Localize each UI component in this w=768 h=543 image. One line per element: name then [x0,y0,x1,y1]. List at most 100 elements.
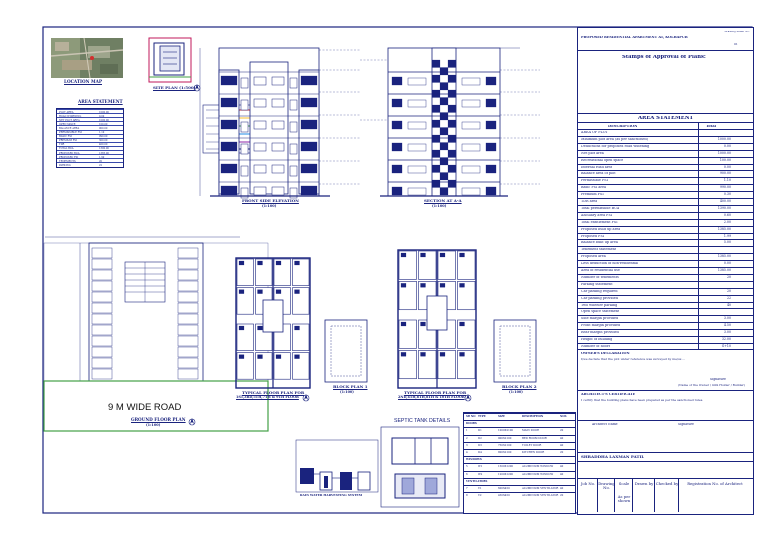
location-map-image [50,37,124,79]
parking-stall [91,368,113,380]
schedule-cell: DESCRIPTION [522,415,544,418]
stair-block [431,179,441,188]
parking-stall [177,368,199,380]
schedule-cell: W2 [478,472,483,476]
area-row-value: 400.00 [719,199,731,203]
schedule-cell: 40 [560,465,564,469]
area-row-value: 1.10 [723,178,731,183]
area-row-label: Number of floors [581,344,611,348]
schedule-cell: 1500X1200 [498,465,514,469]
section-opening [391,164,403,174]
room [273,258,291,286]
room [292,352,310,380]
area-row-value: 1000.00 [717,136,731,141]
room [255,258,273,286]
parking-stall [91,313,113,325]
section-opening [391,98,403,108]
schedule-cell: 6 [466,472,468,476]
room-fixture [294,289,300,294]
parking-stall [177,247,199,259]
area-row [578,156,753,158]
area-row-label: Parking statement [581,282,613,286]
room-fixture [400,352,407,357]
area-row-label: Basic FSI area [581,186,607,190]
area-row [578,204,753,206]
area-row-label: Number of tenements [581,275,619,279]
small-area-label: PARKING [59,163,71,167]
typical-floor-plan-1-sub: 1ST,3RD,5TH,7TH & 9TH FLOOR [236,395,299,399]
info-cell: Job No. [579,479,597,512]
elevation-window [240,77,249,89]
area-row-label: Internal road area [581,165,613,169]
small-area-value: 20 [99,159,103,163]
stair-block [447,164,457,173]
road-label: 9 M WIDE ROAD [108,402,182,413]
area-row-label: Open space statement [581,310,620,314]
elevation-window [220,97,238,108]
rainwater-harvesting-drawing [295,439,379,493]
area-row [578,308,753,310]
schedule-cell: V1 [478,487,482,490]
stair-block [439,67,449,76]
schedule-cell: 40 [560,472,564,476]
room [437,250,456,280]
elevation-window [240,121,249,133]
area-row [578,294,753,296]
section-opening [391,76,403,86]
elevation-window [271,164,285,174]
typical-floor-plan-2-sub: 2ND,4TH,6TH,8TH & 10TH FLOOR [398,395,465,399]
schedule-cell: 20 [560,451,564,454]
small-area-label: PLOT AREA [59,110,74,114]
small-area-label: PREMIUM FSI [59,139,78,143]
schedule-cell: 8 [466,494,468,498]
area-row-label: AREA OF PLOT [581,131,608,134]
area-row-value: 1000.00 [717,150,731,155]
small-area-value: 300.00 [99,139,108,143]
area-row [578,163,753,165]
parking-stall [177,335,199,347]
small-area-value: 100.00 [99,122,108,126]
area-row-label: Area of residential use [581,269,620,272]
site-plan-label: SITE PLAN (1:500) [153,85,196,90]
schedule-cell: 40 [560,487,564,490]
small-area-label: BASIC FSI [59,135,72,139]
area-row-value: 0.30 [723,192,731,197]
schedule-cell: WINDOWS [466,458,482,462]
stair-block [447,104,457,113]
small-area-label: PERMISSIBLE FSI [59,131,82,135]
area-row-value: 1385.00 [717,268,731,272]
block-plan-2-label: BLOCK PLAN 2 [502,384,537,389]
area-row [578,267,753,268]
area-row-value: 0.00 [723,164,731,169]
schedule-cell: 900X2100 [498,436,512,440]
section-room [461,187,481,196]
small-area-value: 0.00 [99,114,105,118]
elevation-window [253,76,267,86]
elevation-window [300,75,318,86]
area-row [578,239,753,241]
elevation-window [271,98,285,108]
schedule-group-title: VENTILATORS [464,477,575,486]
small-area-label: PROPOSED FSI [59,155,79,159]
certificate-title-2: ARCHITECT'S CERTIFICATE [581,393,636,396]
architect-sign-label: Signature [678,423,694,426]
stair-block [431,134,441,143]
room-fixture [238,260,245,266]
schedule-cell: 450X450 [498,494,510,498]
room-fixture [439,252,446,258]
area-row [578,211,753,213]
elevation-window [253,120,267,130]
small-area-value: 1000.00 [99,110,109,114]
area-row [578,129,753,130]
section-room [461,121,481,130]
room [437,350,456,380]
info-header: Drawn by [634,481,654,486]
area-row-value: 100.00 [719,157,731,162]
section-room [461,99,481,108]
